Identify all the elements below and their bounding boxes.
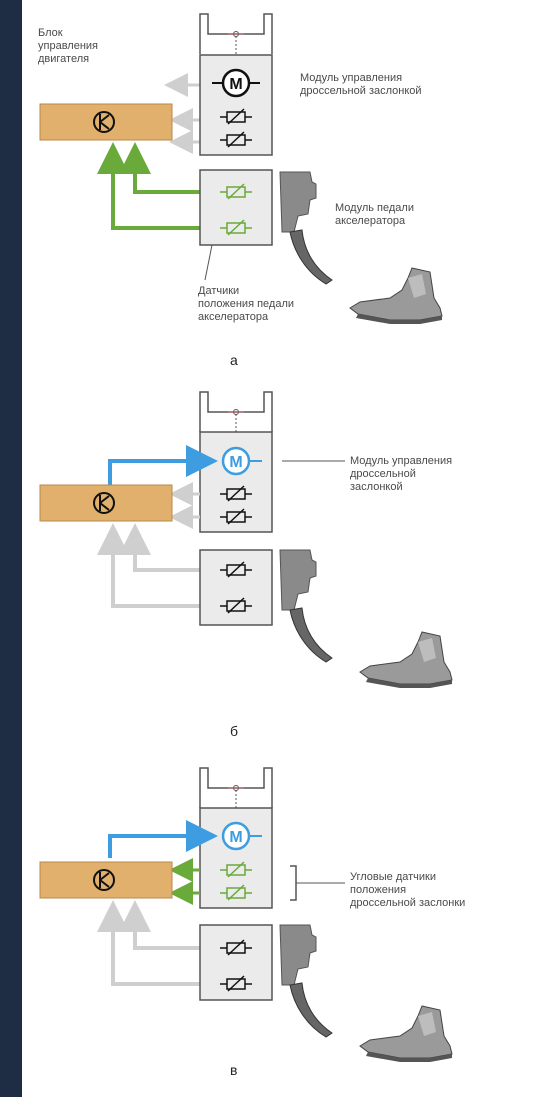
pedal-signal-arrow (119, 523, 200, 572)
caption-b: б (230, 723, 239, 739)
svg-text:M: M (229, 829, 242, 846)
transistor-icon (93, 111, 115, 133)
pedal-icon (279, 924, 333, 1038)
svg-text:M: M (229, 454, 242, 471)
pedal-signal-arrow (97, 142, 200, 230)
caption-c: в (230, 1062, 238, 1078)
control-arrow (108, 445, 218, 488)
transistor-icon (93, 492, 115, 514)
pedal-module-box (199, 924, 273, 1001)
pedal-module-box (199, 549, 273, 626)
diagram-b: M (39, 391, 453, 689)
ecu-box (39, 861, 173, 899)
shoe-icon (349, 267, 443, 325)
pedal-signal-arrow (97, 900, 200, 986)
svg-text:M: M (229, 76, 242, 93)
pedal-sensors-label: Датчики положения педали акселератора (198, 285, 295, 323)
control-arrow (108, 820, 218, 858)
ecu-box (39, 484, 173, 522)
ecu-box (39, 103, 173, 141)
pedal-icon (279, 549, 333, 663)
pedal-signal-arrow (119, 142, 200, 194)
transistor-icon (93, 869, 115, 891)
caption-a: а (230, 352, 238, 368)
diagram-c: M (39, 767, 453, 1063)
pedal-icon (279, 171, 333, 285)
bracket (290, 865, 297, 901)
pedal-module-label: Модуль педали акселератора (335, 202, 414, 227)
pedal-signal-arrow (119, 900, 200, 950)
diagram-a: M (39, 13, 443, 325)
angle-sensors-label: Угловые датчики положения дроссельной за… (350, 871, 466, 909)
leader-line (204, 244, 213, 281)
throttle-module-label: Модуль управления дроссельной заслонкой (350, 455, 453, 493)
pedal-signal-arrow (97, 523, 200, 608)
shoe-icon (359, 631, 453, 689)
ecu-label: Блок управления двигателя (38, 27, 98, 65)
shoe-icon (359, 1005, 453, 1063)
throttle-module-label: Модуль управления дроссельной заслонкой (300, 72, 422, 97)
